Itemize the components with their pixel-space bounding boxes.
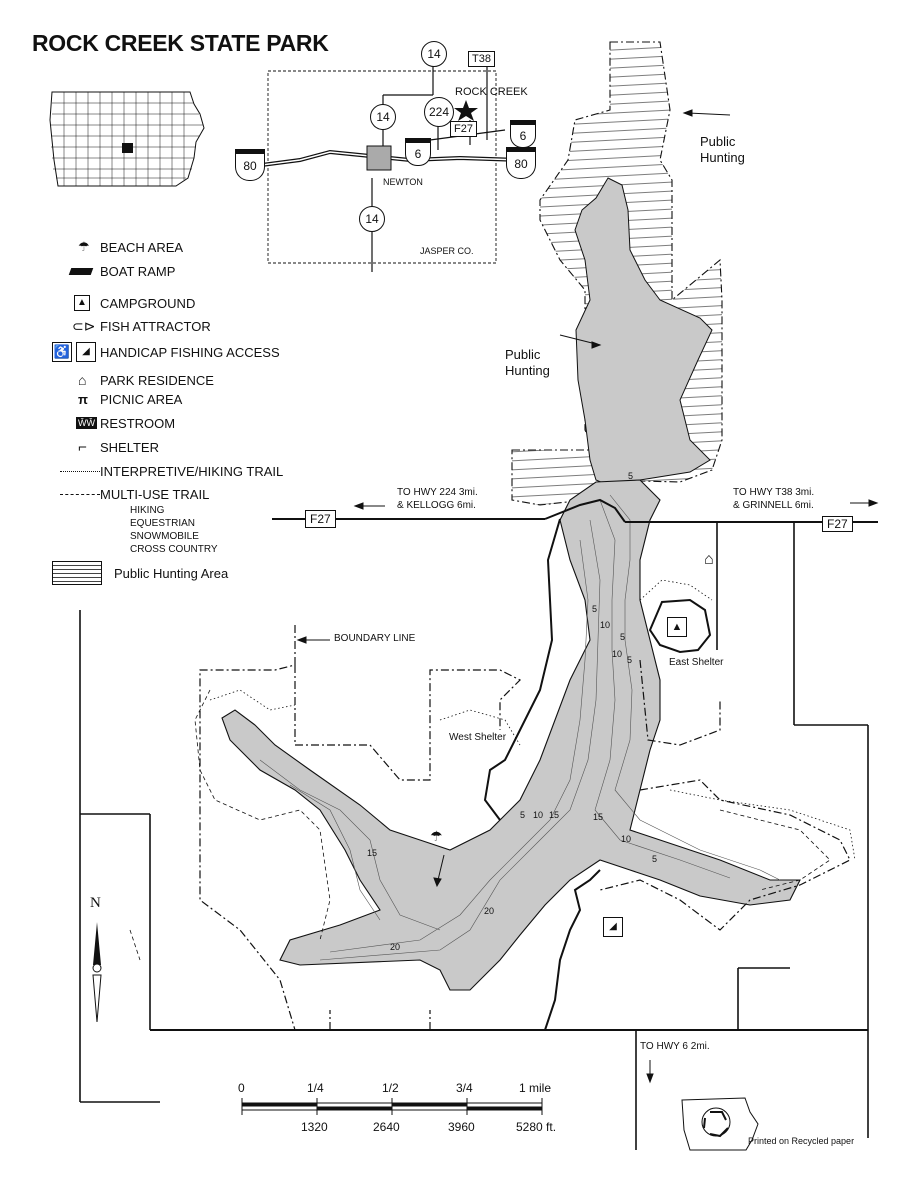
- picnic-table-icon: π: [78, 391, 88, 407]
- highway-14-south-shield: 14: [359, 206, 385, 232]
- scale-ft-2640: 2640: [373, 1120, 400, 1134]
- highway-14-mid-shield: 14: [370, 104, 396, 130]
- scale-mile-0: 0: [238, 1081, 245, 1095]
- fish-icon: ⊂⊳: [72, 317, 96, 334]
- multi-use-trails: [129, 689, 831, 961]
- f27-east-shield: F27: [822, 516, 853, 532]
- boundary-lines: [199, 625, 851, 1031]
- beach-umbrella-icon: ☂: [430, 828, 443, 844]
- north-label: N: [90, 895, 101, 911]
- handicap-access-icon: ◢: [603, 917, 623, 937]
- depth-label: 15: [549, 810, 560, 820]
- boat-ramp-icon: [52, 267, 100, 275]
- legend-hiking-trail: INTERPRETIVE/HIKING TRAIL: [52, 461, 283, 481]
- legend-picnic: π PICNIC AREA: [52, 389, 182, 409]
- beach-umbrella-icon: ☂: [78, 239, 90, 254]
- map-title: ROCK CREEK STATE PARK: [32, 30, 329, 56]
- highway-14-north-shield: 14: [421, 41, 447, 67]
- legend-hunting-area: Public Hunting Area: [52, 561, 228, 585]
- depth-label: 5: [628, 471, 634, 481]
- scale-ft-1320: 1320: [301, 1120, 328, 1134]
- highway-224-shield: 224: [424, 97, 454, 127]
- scale-ft-3960: 3960: [448, 1120, 475, 1134]
- scale-mile-1: 1 mile: [519, 1081, 552, 1095]
- to-hwy-6-label: TO HWY 6 2mi.: [640, 1041, 710, 1052]
- f27-west-shield: F27: [305, 510, 336, 528]
- west-shelter-label: West Shelter: [449, 732, 507, 743]
- public-hunting-label-east: Public Hunting: [700, 134, 745, 165]
- campground-icon: ▲: [667, 617, 687, 637]
- legend: ☂ BEACH AREA BOAT RAMP ▲ CAMPGROUND ⊂⊳ F…: [52, 236, 352, 596]
- to-hwy-t38-label: TO HWY T38 3mi.: [733, 487, 815, 498]
- scale-bar: [241, 1098, 543, 1115]
- to-hwy-224-label: TO HWY 224 3mi.: [397, 487, 478, 498]
- scale-mile-half: 1/2: [382, 1081, 399, 1095]
- us-6-east-shield: 6: [510, 120, 536, 148]
- f27-inset-shield: F27: [450, 121, 477, 137]
- depth-label: 15: [593, 812, 604, 822]
- recycled-paper-label: Printed on Recycled paper: [748, 1136, 855, 1146]
- north-arrow: [92, 922, 102, 1023]
- hiking-trails: [209, 579, 856, 861]
- jasper-county-label: JASPER CO.: [420, 246, 474, 256]
- depth-label: 5: [620, 632, 626, 642]
- depth-label: 5: [627, 655, 633, 665]
- park-residence-icon: ⌂: [704, 551, 714, 568]
- house-icon: ⌂: [78, 372, 87, 388]
- legend-boat-ramp: BOAT RAMP: [52, 261, 175, 281]
- map-arrows: [296, 109, 879, 1084]
- multi-use-type-cross-country: CROSS COUNTRY: [130, 544, 218, 555]
- tent-icon: ▲: [52, 295, 100, 311]
- hatch-swatch-icon: [52, 561, 102, 585]
- legend-handicap: ♿ ◢ HANDICAP FISHING ACCESS: [52, 342, 280, 362]
- roads: [79, 498, 878, 1150]
- kellogg-label: & KELLOGG 6mi.: [397, 500, 476, 511]
- depth-label: 5: [520, 810, 526, 820]
- i80-west-shield: 80: [235, 149, 265, 181]
- i80-east-shield: 80: [506, 147, 536, 179]
- scale-mile-quarter: 1/4: [307, 1081, 324, 1095]
- legend-shelter: ⌐ SHELTER: [52, 437, 159, 457]
- legend-multi-use-trail: MULTI-USE TRAIL: [52, 484, 209, 504]
- depth-label: 10: [533, 810, 544, 820]
- grinnell-label: & GRINNELL 6mi.: [733, 500, 814, 511]
- rock-creek-inset-label: ROCK CREEK: [455, 86, 528, 98]
- depth-label: 5: [652, 854, 658, 864]
- depth-label: 10: [600, 620, 611, 630]
- public-hunting-label-west: Public Hunting: [505, 347, 550, 378]
- iowa-locator-map: [49, 91, 205, 187]
- boundary-line-label: BOUNDARY LINE: [334, 633, 416, 644]
- scale-mile-three-quarter: 3/4: [456, 1081, 473, 1095]
- depth-label: 20: [484, 906, 495, 916]
- depth-label: 10: [612, 649, 623, 659]
- dashed-line-icon: [52, 493, 100, 495]
- depth-label: 10: [621, 834, 632, 844]
- scale-ft-5280: 5280 ft.: [516, 1120, 557, 1134]
- multi-use-type-snowmobile: SNOWMOBILE: [130, 531, 199, 542]
- legend-residence: ⌂ PARK RESIDENCE: [52, 370, 214, 390]
- lake: [221, 177, 801, 991]
- legend-restroom: ŴŴ RESTROOM: [52, 413, 175, 433]
- depth-label: 20: [390, 942, 401, 952]
- legend-beach: ☂ BEACH AREA: [52, 237, 183, 257]
- multi-use-type-equestrian: EQUESTRIAN: [130, 518, 196, 529]
- wheelchair-icon: ♿ ◢: [52, 342, 100, 362]
- shelter-icon: ⌐: [78, 438, 87, 456]
- depth-label: 5: [592, 604, 598, 614]
- dotted-line-icon: [52, 470, 100, 472]
- legend-campground: ▲ CAMPGROUND: [52, 293, 195, 313]
- multi-use-type-hiking: HIKING: [130, 505, 165, 516]
- restroom-icon: ŴŴ: [76, 417, 97, 429]
- t38-shield: T38: [468, 51, 495, 67]
- us-6-shield: 6: [405, 138, 431, 166]
- newton-label: NEWTON: [383, 177, 423, 187]
- depth-label: 15: [367, 848, 378, 858]
- recycle-icon: [681, 1097, 759, 1151]
- east-shelter-label: East Shelter: [669, 657, 724, 668]
- legend-fish: ⊂⊳ FISH ATTRACTOR: [52, 316, 211, 336]
